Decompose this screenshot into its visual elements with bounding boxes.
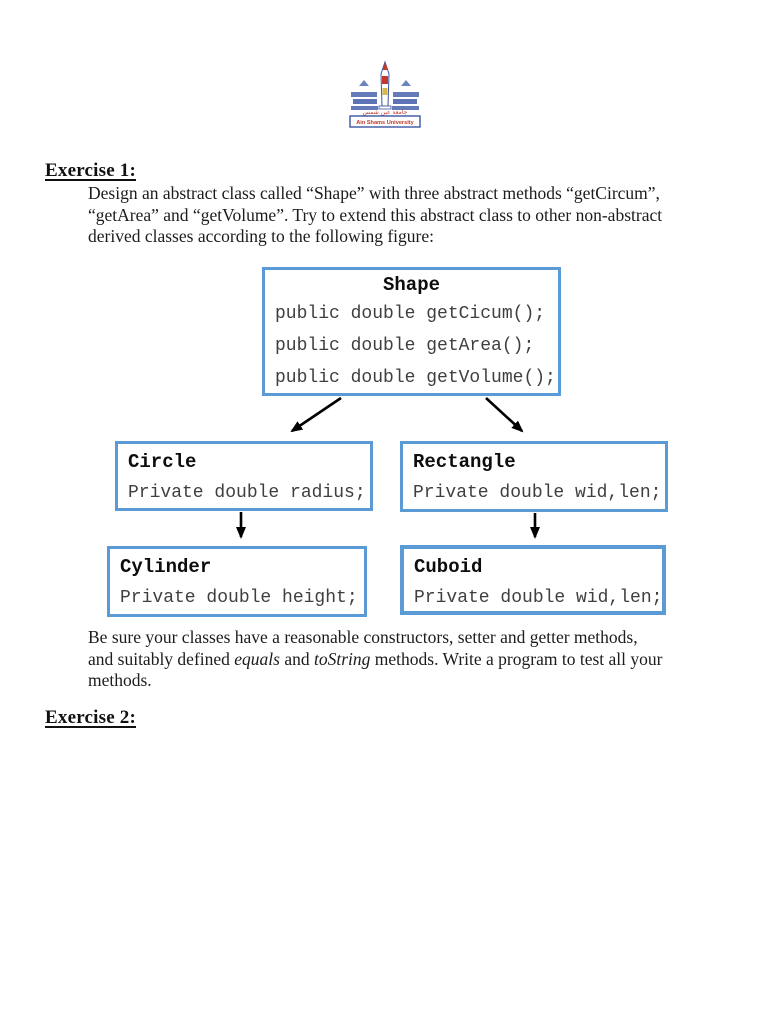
class-title: Circle (128, 451, 197, 473)
logo-banner (349, 115, 421, 128)
class-box-cylinder: Cylinder Private double height; (107, 546, 367, 617)
class-box-shape: Shape public double getCicum(); public d… (262, 267, 561, 396)
university-logo-emblem: جامعة عين شمس Ain Shams University (349, 60, 421, 128)
class-box-rectangle: Rectangle Private double wid,len; (400, 441, 668, 512)
logo-right-buildings (392, 80, 419, 110)
logo-arabic-text: جامعة عين شمس (363, 109, 408, 116)
italic-term-equals: equals (234, 648, 280, 669)
note-text: and suitably defined (88, 648, 235, 669)
paragraph-line: Design an abstract class called “Shape” … (88, 183, 660, 203)
class-title: Shape (382, 274, 440, 296)
italic-term-tostring: toString (314, 648, 371, 669)
arrow-shape-to-circle (290, 396, 342, 433)
class-title: Rectangle (413, 451, 516, 473)
arrow-shape-to-rectangle (485, 397, 524, 433)
class-title: Cuboid (414, 556, 483, 578)
paragraph-line: derived classes according to the followi… (88, 226, 435, 246)
exercise-1-note: Be sure your classes have a reasonable c… (88, 627, 732, 692)
class-member: Private double radius; (128, 483, 366, 503)
obelisk-icon (378, 60, 392, 110)
class-title: Cylinder (120, 556, 212, 578)
logo-university-name: Ain Shams University (356, 120, 414, 126)
class-member: public double getCicum(); (275, 304, 546, 324)
paragraph-line: and suitably defined equals and toString… (88, 649, 732, 671)
exercise-2-heading: Exercise 2: (45, 707, 137, 728)
paragraph-line: Be sure your classes have a reasonable c… (88, 627, 638, 647)
paragraph-line: methods. (88, 670, 152, 690)
note-text: methods. Write a program to test all you… (370, 648, 663, 669)
paragraph-line: “getArea” and “getVolume”. Try to extend… (88, 204, 663, 225)
university-logo: جامعة عين شمس Ain Shams University (347, 58, 423, 134)
class-member: Private double wid,len; (413, 483, 662, 503)
class-member: public double getVolume(); (275, 368, 556, 388)
class-box-cuboid: Cuboid Private double wid,len; (400, 545, 666, 615)
exercise-1-heading: Exercise 1: (45, 160, 137, 181)
logo-left-buildings (351, 80, 378, 110)
class-member: Private double wid,len; (414, 588, 663, 608)
note-text: and (279, 648, 315, 669)
class-member: public double getArea(); (275, 336, 535, 356)
exercise-1-description: Design an abstract class called “Shape” … (88, 183, 732, 248)
class-box-circle: Circle Private double radius; (115, 441, 373, 511)
class-member: Private double height; (120, 588, 358, 608)
